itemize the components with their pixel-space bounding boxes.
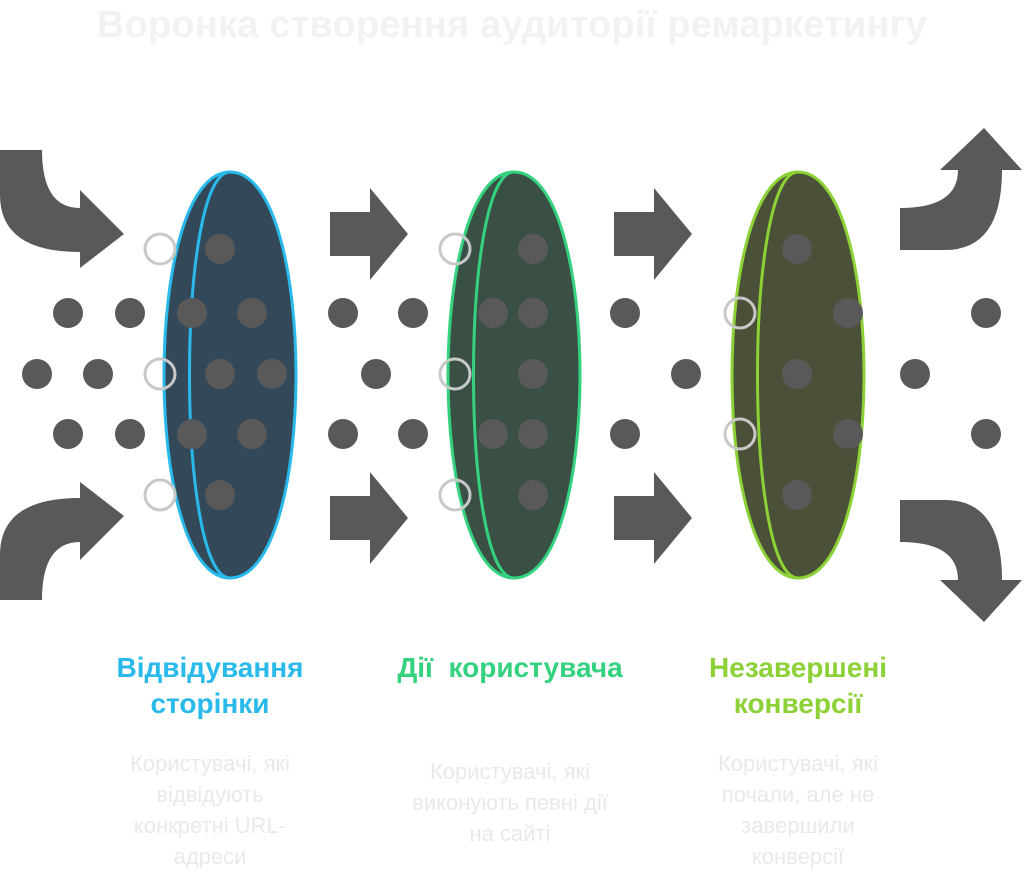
right-arrow-icon (614, 188, 692, 280)
incoming-bottom-arrow-icon (0, 482, 124, 600)
user-dot (671, 359, 701, 389)
user-dot (115, 298, 145, 328)
user-dot (53, 298, 83, 328)
user-dot (115, 419, 145, 449)
stage-description-line: конверсії (751, 844, 845, 869)
user-dot (518, 234, 548, 264)
stage-description-line: відвідують (156, 782, 264, 807)
filtered-dot (143, 232, 177, 266)
stage-title-line: сторінки (150, 688, 270, 719)
filtered-dot (438, 357, 472, 391)
user-dot (328, 298, 358, 328)
user-dot (237, 298, 267, 328)
user-dot (518, 419, 548, 449)
user-dot (361, 359, 391, 389)
user-dot (478, 298, 508, 328)
filtered-dots (143, 232, 757, 512)
filtered-dot (438, 478, 472, 512)
filtered-dot (143, 478, 177, 512)
user-dot (237, 419, 267, 449)
user-dot (177, 298, 207, 328)
user-dot (971, 298, 1001, 328)
stage-description-line: почали, але не (721, 782, 875, 807)
user-dot (518, 359, 548, 389)
stage-description-user-actions: Користувачі, які виконують певні дії на … (395, 756, 625, 849)
user-dot (782, 234, 812, 264)
page-title: Воронка створення аудиторії ремаркетингу (96, 4, 927, 46)
user-dot (398, 298, 428, 328)
user-dot (257, 359, 287, 389)
outgoing-top-arrow-icon (900, 128, 1022, 250)
stage-description-line: завершили (741, 813, 855, 838)
user-dot (328, 419, 358, 449)
user-dot (83, 359, 113, 389)
filtered-dot (143, 357, 177, 391)
stage-title-line: Відвідування (116, 652, 304, 683)
user-dot (22, 359, 52, 389)
user-dot (782, 359, 812, 389)
user-dot (53, 419, 83, 449)
user-dot (205, 359, 235, 389)
stage-title-line: Незавершені (708, 652, 888, 683)
stage-title-line: конверсії (733, 688, 863, 719)
stage-description-line: конкретні URL- (133, 813, 287, 838)
user-dot (478, 419, 508, 449)
filtered-dot (723, 417, 757, 451)
user-dot (205, 480, 235, 510)
user-dot (833, 419, 863, 449)
stage-description-line: адреси (173, 844, 247, 869)
user-dot (833, 298, 863, 328)
filtered-dot (438, 232, 472, 266)
stage-description-line: Користувачі, які (129, 751, 291, 776)
stage-description-line: Користувачі, які (717, 751, 879, 776)
incoming-top-arrow-icon (0, 150, 124, 268)
filtered-dot (723, 296, 757, 330)
user-dot (782, 480, 812, 510)
stage-description-abandoned-conversions: Користувачі, які почали, але не завершил… (683, 748, 913, 872)
user-dot (518, 480, 548, 510)
user-dot (610, 298, 640, 328)
stage-title-page-visits: Відвідування сторінки (80, 650, 340, 722)
stage-title-abandoned-conversions: Незавершені конверсії (668, 650, 928, 722)
stage-title-line: Дії користувача (397, 652, 623, 683)
user-dot (900, 359, 930, 389)
user-dot (971, 419, 1001, 449)
stage-description-line: виконують певні дії (412, 790, 608, 815)
user-dot (398, 419, 428, 449)
user-dots (22, 234, 1001, 510)
right-arrow-icon (330, 472, 408, 564)
user-dot (518, 298, 548, 328)
stage-title-user-actions: Дії користувача (380, 650, 640, 686)
stage-description-page-visits: Користувачі, які відвідують конкретні UR… (95, 748, 325, 872)
stage-description-line: Користувачі, які (429, 759, 591, 784)
user-dot (205, 234, 235, 264)
stage-description-line: на сайті (469, 821, 551, 846)
outgoing-bottom-arrow-icon (900, 500, 1022, 622)
user-dot (177, 419, 207, 449)
filter-ring-user-actions (446, 170, 582, 580)
right-arrow-icon (614, 472, 692, 564)
user-dot (610, 419, 640, 449)
right-arrow-icon (330, 188, 408, 280)
